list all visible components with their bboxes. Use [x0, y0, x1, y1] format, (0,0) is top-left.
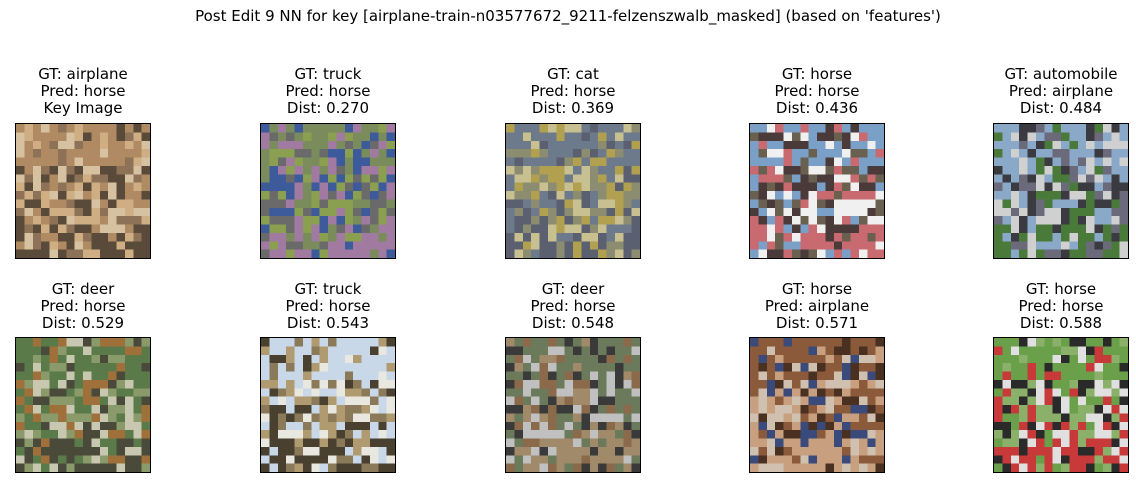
- distance-label: Dist: 0.436: [775, 99, 859, 117]
- pixel-image: [506, 338, 640, 472]
- pixel-image: [994, 124, 1128, 258]
- ground-truth-label: GT: truck: [294, 280, 362, 298]
- pixel-image: [16, 338, 150, 472]
- prediction-label: Pred: horse: [530, 297, 616, 315]
- pixel-image: [261, 124, 395, 258]
- neighbor-image-thumbnail: [993, 123, 1129, 259]
- distance-label: Dist: 0.270: [286, 99, 370, 117]
- ground-truth-label: GT: cat: [547, 65, 599, 83]
- ground-truth-label: GT: horse: [781, 65, 853, 83]
- pixel-image: [750, 338, 884, 472]
- prediction-label: Pred: horse: [1018, 297, 1104, 315]
- prediction-label: Pred: horse: [530, 82, 616, 100]
- ground-truth-label: GT: airplane: [38, 65, 128, 83]
- neighbor-image-thumbnail: [749, 337, 885, 473]
- prediction-label: Pred: airplane: [1008, 82, 1114, 100]
- figure-title: Post Edit 9 NN for key [airplane-train-n…: [195, 7, 941, 25]
- distance-label: Dist: 0.543: [286, 314, 370, 332]
- prediction-label: Pred: horse: [774, 82, 860, 100]
- distance-label: Dist: 0.588: [1019, 314, 1103, 332]
- ground-truth-label: GT: horse: [1025, 280, 1097, 298]
- pixel-image: [16, 124, 150, 258]
- distance-label: Dist: 0.369: [531, 99, 615, 117]
- ground-truth-label: GT: deer: [51, 280, 115, 298]
- prediction-label: Pred: horse: [40, 82, 126, 100]
- neighbor-image-thumbnail: [15, 337, 151, 473]
- pixel-image: [750, 124, 884, 258]
- pixel-image: [994, 338, 1128, 472]
- neighbor-image-thumbnail: [749, 123, 885, 259]
- ground-truth-label: GT: horse: [781, 280, 853, 298]
- distance-label: Dist: 0.548: [531, 314, 615, 332]
- ground-truth-label: GT: truck: [294, 65, 362, 83]
- distance-label: Dist: 0.529: [41, 314, 125, 332]
- ground-truth-label: GT: automobile: [1004, 65, 1118, 83]
- distance-label: Dist: 0.484: [1019, 99, 1103, 117]
- prediction-label: Pred: horse: [40, 297, 126, 315]
- prediction-label: Pred: horse: [285, 82, 371, 100]
- prediction-label: Pred: airplane: [764, 297, 870, 315]
- neighbor-image-thumbnail: [505, 123, 641, 259]
- pixel-image: [506, 124, 640, 258]
- distance-label: Dist: 0.571: [775, 314, 859, 332]
- key-image-label: Key Image: [43, 99, 123, 117]
- pixel-image: [261, 338, 395, 472]
- neighbor-image-thumbnail: [260, 123, 396, 259]
- neighbor-image-thumbnail: [260, 337, 396, 473]
- neighbor-image-thumbnail: [505, 337, 641, 473]
- neighbor-image-thumbnail: [993, 337, 1129, 473]
- key-image-thumbnail: [15, 123, 151, 259]
- ground-truth-label: GT: deer: [541, 280, 605, 298]
- prediction-label: Pred: horse: [285, 297, 371, 315]
